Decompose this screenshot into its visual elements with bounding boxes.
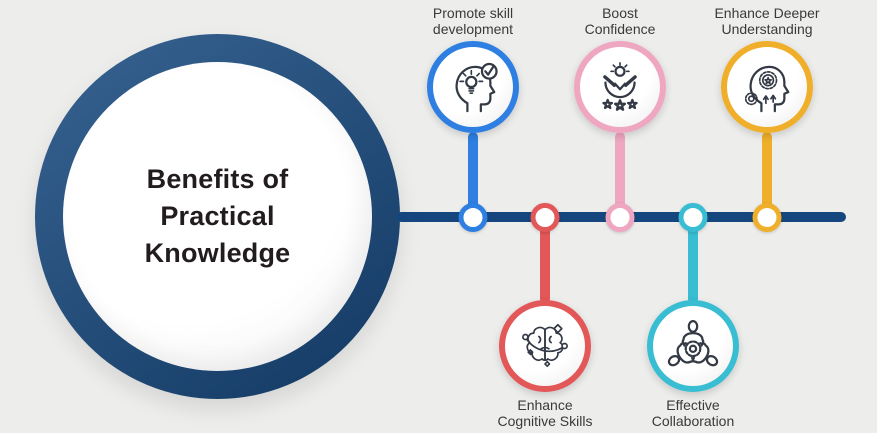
person-celebrating-stars-icon xyxy=(602,62,638,111)
connector-stem xyxy=(615,132,625,220)
head-lightbulb-check-icon xyxy=(455,62,498,113)
connector-stem xyxy=(762,132,772,220)
head-gear-arrows-icon xyxy=(744,65,790,113)
node-label: Promote skill development xyxy=(432,5,514,38)
node-circle xyxy=(574,41,666,133)
brain-sparkles-icon xyxy=(522,323,568,367)
timeline-dot xyxy=(752,203,782,232)
node-circle xyxy=(427,41,519,133)
node-label: Enhance Deeper Understanding xyxy=(714,5,820,38)
node-label: Effective Collaboration xyxy=(651,397,735,430)
main-topic-inner-circle: Benefits of Practical Knowledge xyxy=(63,62,372,371)
timeline-dot xyxy=(605,203,635,232)
team-around-gear-icon xyxy=(665,319,721,374)
timeline-dot xyxy=(678,203,708,232)
connector-stem xyxy=(688,214,698,304)
main-title: Benefits of Practical Knowledge xyxy=(144,164,291,268)
timeline-dot xyxy=(458,203,488,232)
node-circle xyxy=(647,300,739,392)
node-circle xyxy=(499,300,591,392)
node-label: Enhance Cognitive Skills xyxy=(497,397,593,430)
connector-stem xyxy=(468,132,478,220)
timeline-dot xyxy=(530,203,560,232)
node-label: Boost Confidence xyxy=(584,5,656,38)
connector-stem xyxy=(540,214,550,304)
main-topic-circle: Benefits of Practical Knowledge xyxy=(35,34,400,399)
node-circle xyxy=(721,41,813,133)
